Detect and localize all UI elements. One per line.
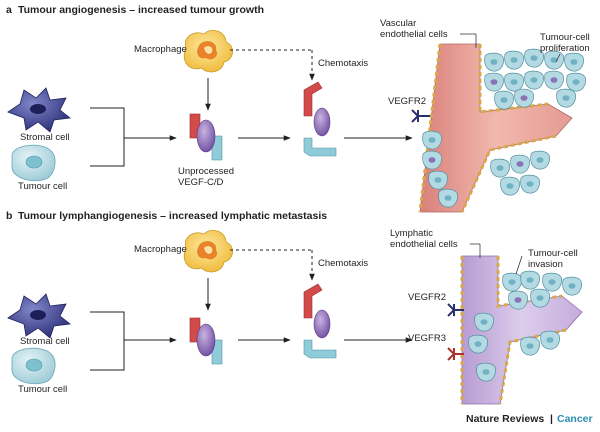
vegfr3-label-b: VEGFR3 xyxy=(408,333,446,344)
panel-b-letter: b xyxy=(6,210,12,222)
lymphatic-label-b: Lymphatic xyxy=(390,228,433,239)
tumour-cell-b xyxy=(11,347,56,385)
footer-brand: Nature Reviews | Cancer xyxy=(466,413,593,425)
lymphatic-endothelial-label-b: endothelial cells xyxy=(390,239,458,250)
vegfr2-label-a: VEGFR2 xyxy=(388,96,426,107)
vegfr2-label-b: VEGFR2 xyxy=(408,292,446,303)
proliferation-label-a: Tumour-cell xyxy=(540,32,590,43)
panel-a-letter: a xyxy=(6,4,12,16)
panel-a: a Tumour angiogenesis – increased tumour… xyxy=(6,4,590,213)
vegfr2-receptor-b xyxy=(447,303,464,317)
panel-a-title: Tumour angiogenesis – increased tumour g… xyxy=(18,4,264,16)
bracket-a xyxy=(90,107,125,167)
processed-vegf-a xyxy=(303,81,337,157)
macrophage-label-a: Macrophage xyxy=(134,44,187,55)
panel-b-title: Tumour lymphangiogenesis – increased lym… xyxy=(18,210,327,222)
panel-b: b Tumour lymphangiogenesis – increased l… xyxy=(6,210,583,405)
invasion-label-b: Tumour-cell xyxy=(528,248,578,259)
macrophage-label-b: Macrophage xyxy=(134,244,187,255)
chemotaxis-label-a: Chemotaxis xyxy=(318,58,368,69)
vegfr2-receptor-a xyxy=(411,109,430,123)
vegf-cd-label-a: VEGF-C/D xyxy=(178,177,224,188)
tumour-label-a: Tumour cell xyxy=(18,181,67,192)
vascular-label-a: Vascular xyxy=(380,18,416,29)
macrophage-cell-a xyxy=(183,29,234,73)
bracket-b xyxy=(90,311,125,371)
macrophage-cell-b xyxy=(183,229,234,273)
stromal-label-b: Stromal cell xyxy=(20,336,70,347)
endothelial-label-a: endothelial cells xyxy=(380,29,448,40)
proliferation-label-a-2: proliferation xyxy=(540,43,590,54)
journal-section: Cancer xyxy=(557,413,593,425)
tumour-cell-a xyxy=(11,144,56,182)
invasion-label-b-2: invasion xyxy=(528,259,563,270)
unprocessed-label-a: Unprocessed xyxy=(178,166,234,177)
tumour-label-b: Tumour cell xyxy=(18,384,67,395)
chemotaxis-label-b: Chemotaxis xyxy=(318,258,368,269)
unprocessed-vegf-b xyxy=(189,317,223,365)
journal-name: Nature Reviews xyxy=(466,413,544,425)
stromal-label-a: Stromal cell xyxy=(20,132,70,143)
unprocessed-vegf-a xyxy=(189,113,223,161)
processed-vegf-b xyxy=(303,283,337,359)
brand-separator: | xyxy=(550,413,553,425)
stromal-cell-b xyxy=(7,293,71,339)
stromal-cell-a xyxy=(7,87,71,133)
vegfr3-receptor-b xyxy=(447,347,464,361)
